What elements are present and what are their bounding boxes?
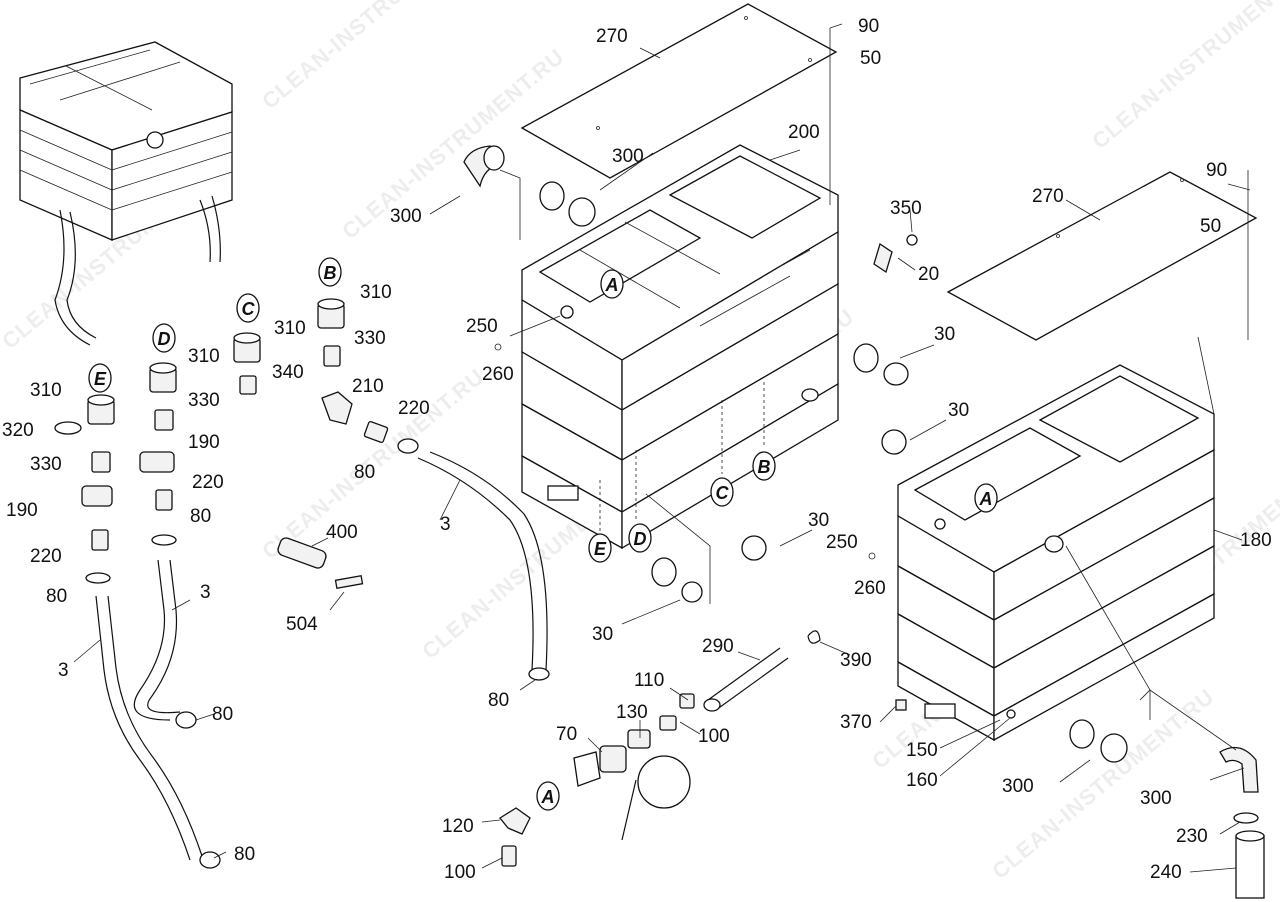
part-number: 300 <box>1002 776 1034 797</box>
part-number: 80 <box>212 704 233 725</box>
part-number: 220 <box>398 398 430 419</box>
part-number: 240 <box>1150 862 1182 883</box>
part-number: 310 <box>360 282 392 303</box>
part-number: 90 <box>1206 160 1227 181</box>
svg-text:C: C <box>716 483 730 503</box>
part-number: 250 <box>826 532 858 553</box>
part-number: 80 <box>190 506 211 527</box>
part-number: 260 <box>854 578 886 599</box>
part-number: 190 <box>6 500 38 521</box>
part-number: 320 <box>2 420 34 441</box>
letter-badge: A <box>536 781 560 811</box>
part-number: 330 <box>30 454 62 475</box>
part-number: 250 <box>466 316 498 337</box>
part-number: 80 <box>354 462 375 483</box>
watermark: CLEAN-INSTRUMENT.RU <box>1087 0 1280 154</box>
letter-badge: B <box>752 451 776 481</box>
leader-lines <box>73 23 1251 873</box>
part-number: 220 <box>30 546 62 567</box>
part-number: 220 <box>192 472 224 493</box>
part-number: 80 <box>46 586 67 607</box>
part-number: 110 <box>634 670 664 691</box>
part-number: 370 <box>840 712 872 733</box>
part-number: 3 <box>200 582 211 603</box>
part-number: 330 <box>188 390 220 411</box>
letter-badge: D <box>152 323 176 353</box>
part-number: 350 <box>890 198 922 219</box>
letter-badge: D <box>628 523 652 553</box>
part-number: 150 <box>906 740 938 761</box>
watermark: CLEAN-INSTRUMENT.RU <box>337 44 569 244</box>
part-number: 30 <box>934 324 955 345</box>
part-number: 3 <box>440 514 451 535</box>
part-number: 80 <box>234 844 255 865</box>
part-number: 3 <box>58 660 69 681</box>
part-number: 300 <box>612 146 644 167</box>
part-number: 50 <box>1200 216 1221 237</box>
cover-plate-270-top <box>520 3 838 179</box>
part-number: 180 <box>1240 530 1272 551</box>
svg-text:C: C <box>242 299 256 319</box>
part-number: 30 <box>948 400 969 421</box>
part-number: 70 <box>556 724 577 745</box>
svg-text:B: B <box>758 457 771 477</box>
left-fittings <box>54 298 550 869</box>
part-number: 130 <box>616 702 648 723</box>
svg-text:D: D <box>158 329 171 349</box>
part-number: 270 <box>596 26 628 47</box>
letter-badge: A <box>600 269 624 299</box>
part-number: 310 <box>30 380 62 401</box>
part-number: 340 <box>272 362 304 383</box>
letter-badge: E <box>588 533 612 563</box>
svg-text:A: A <box>605 275 619 295</box>
part-number: 300 <box>390 206 422 227</box>
letter-badge: E <box>88 363 112 393</box>
letter-badge: C <box>236 293 260 323</box>
part-number: 290 <box>702 636 734 657</box>
part-number: 90 <box>858 16 879 37</box>
part-number: 400 <box>326 522 358 543</box>
svg-text:B: B <box>324 263 337 283</box>
letter-badge: A <box>974 483 998 513</box>
part-number: 200 <box>788 122 820 143</box>
tank-180 <box>897 364 1215 742</box>
part-number-labels: 270 90 50 200 300 300 350 20 90 270 50 2… <box>2 16 1272 883</box>
part-number: 30 <box>808 510 829 531</box>
svg-text:E: E <box>94 369 107 389</box>
svg-text:D: D <box>634 529 647 549</box>
part-number: 160 <box>906 770 938 791</box>
part-number: 190 <box>188 432 220 453</box>
part-number: 310 <box>188 346 220 367</box>
svg-text:A: A <box>541 787 555 807</box>
part-number: 504 <box>286 614 318 635</box>
part-number: 100 <box>444 862 476 883</box>
part-number: 50 <box>860 48 881 69</box>
part-number: 300 <box>1140 788 1172 809</box>
part-number: 210 <box>352 376 384 397</box>
float-valve-parts <box>499 630 821 867</box>
part-number: 30 <box>592 624 613 645</box>
part-number: 120 <box>442 816 474 837</box>
tank-200 <box>521 144 839 550</box>
letter-badge: B <box>318 257 342 287</box>
part-number: 100 <box>698 726 730 747</box>
part-number: 230 <box>1176 826 1208 847</box>
part-number: 20 <box>918 264 939 285</box>
reference-letter-badges: B C D E A B C D E A A <box>88 257 998 811</box>
part-number: 270 <box>1032 186 1064 207</box>
part-number: 260 <box>482 364 514 385</box>
svg-text:E: E <box>594 539 607 559</box>
letter-badge: C <box>710 477 734 507</box>
svg-text:A: A <box>979 489 993 509</box>
part-number: 80 <box>488 690 509 711</box>
overview-assembly <box>19 41 233 346</box>
cover-plate-270-right <box>946 171 1258 341</box>
part-number: 310 <box>274 318 306 339</box>
outlet-parts-top <box>463 145 1265 899</box>
part-number: 330 <box>354 328 386 349</box>
watermark: CLEAN-INSTRUMENT.RU <box>257 0 489 114</box>
part-number: 390 <box>840 650 872 671</box>
